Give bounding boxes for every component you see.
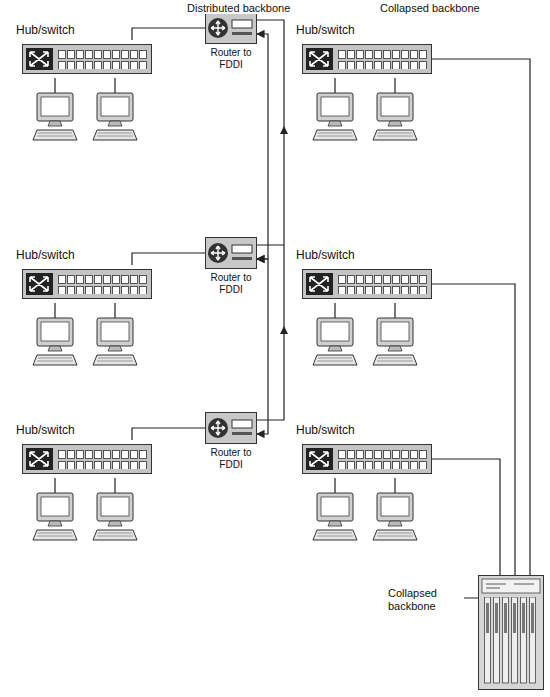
network-link [132, 428, 205, 440]
device-icon [302, 440, 432, 478]
section-heading: Collapsed backbone [378, 2, 482, 14]
hub-switch: Hub/switch [302, 40, 432, 78]
device-icon [302, 40, 432, 78]
collapsed-backbone-chassis: Collapsed backbone [478, 575, 544, 690]
device-label: Hub/switch [296, 24, 355, 38]
device-icon [205, 412, 257, 444]
device-icon [22, 40, 152, 78]
hub-switch: Hub/switch [22, 40, 152, 78]
network-link [132, 28, 205, 40]
fddi-outer-ring [257, 20, 288, 420]
device-label: Hub/switch [296, 424, 355, 438]
device-label: Hub/switch [296, 249, 355, 263]
router: Router to FDDI [205, 412, 257, 444]
device-label: Router to FDDI [209, 272, 253, 295]
network-link [257, 259, 268, 434]
device-label: Hub/switch [16, 249, 75, 263]
hub-switch: Hub/switch [302, 265, 432, 303]
device-icon [22, 440, 152, 478]
device-icon [205, 12, 257, 44]
device-icon [478, 575, 544, 690]
network-link [432, 284, 515, 575]
device-icon [22, 265, 152, 303]
device-label: Hub/switch [16, 424, 75, 438]
hub-switch: Hub/switch [22, 265, 152, 303]
network-link [132, 253, 205, 265]
hub-switch: Hub/switch [22, 440, 152, 478]
device-label: Hub/switch [16, 24, 75, 38]
section-heading: Distributed backbone [185, 2, 292, 14]
leader-line [464, 598, 478, 599]
router: Router to FDDI [205, 12, 257, 44]
router: Router to FDDI [205, 237, 257, 269]
device-label: Collapsed backbone [388, 587, 462, 612]
device-icon [302, 265, 432, 303]
device-label: Router to FDDI [209, 47, 253, 70]
device-label: Router to FDDI [209, 447, 253, 470]
network-link [257, 34, 268, 259]
hub-switch: Hub/switch [302, 440, 432, 478]
network-link [432, 59, 530, 575]
device-icon [205, 237, 257, 269]
network-link [432, 459, 500, 575]
